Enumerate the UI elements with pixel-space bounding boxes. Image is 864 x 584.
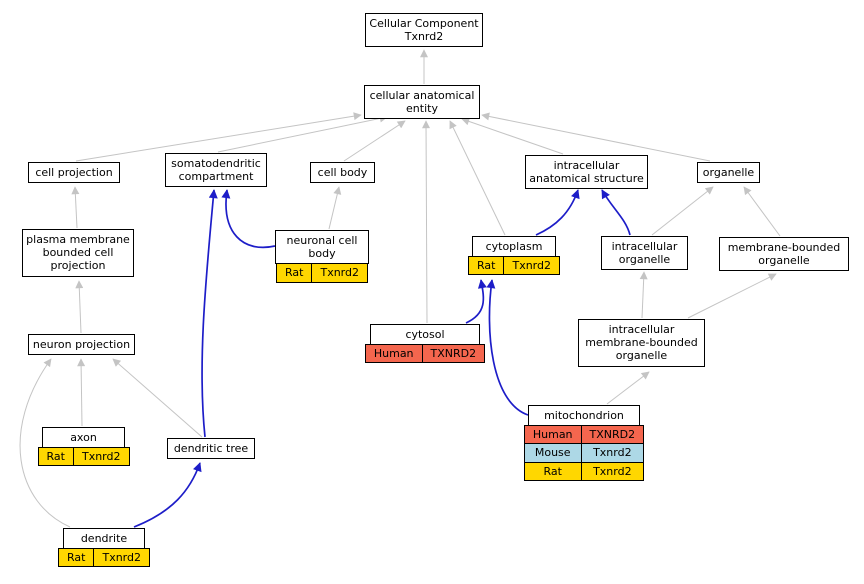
edge-is_a-cell-body--cellular-anatomical-entity — [343, 120, 406, 162]
node-cell-projection: cell projection — [28, 162, 120, 184]
edge-is_a-organelle--cellular-anatomical-entity — [481, 112, 711, 162]
go-term-label[interactable]: membrane-bounded organelle — [719, 237, 849, 272]
gene-cell[interactable]: Txnrd2 — [72, 447, 130, 467]
node-cellular-anatomical-entity: cellular anatomical entity — [364, 85, 480, 120]
go-term-label[interactable]: mitochondrion — [528, 405, 640, 427]
go-term-label[interactable]: dendrite — [63, 528, 145, 550]
gene-cell[interactable]: Txnrd2 — [503, 256, 560, 276]
edge-is_a-intracellular-anatomical-structure--cellular-anatomical-entity — [461, 117, 564, 155]
go-term-label[interactable]: organelle — [697, 162, 760, 184]
species-cell[interactable]: Rat — [37, 447, 74, 467]
gene-cell[interactable]: TXNRD2 — [421, 344, 486, 364]
edge-is_a-somatodendritic-compartment--cellular-anatomical-entity — [217, 114, 388, 153]
go-term-label[interactable]: axon — [42, 427, 125, 449]
edge-part_of-dendrite--dendritic-tree — [133, 462, 202, 528]
node-organelle: organelle — [697, 162, 760, 184]
edge-is_a-membrane-bounded-organelle--organelle — [743, 186, 781, 237]
node-cell-body: cell body — [310, 162, 375, 184]
go-term-label[interactable]: dendritic tree — [167, 438, 255, 460]
species-cell[interactable]: Rat — [468, 256, 505, 276]
go-term-label[interactable]: cellular anatomical entity — [364, 85, 480, 120]
go-term-label[interactable]: neuronal cell body — [275, 230, 369, 265]
node-cellular-component-txnrd2: Cellular Component Txnrd2 — [365, 13, 483, 48]
species-cell[interactable]: Rat — [523, 461, 582, 481]
node-intracellular-anatomical-structure: intracellular anatomical structure — [525, 155, 648, 190]
node-neuron-projection: neuron projection — [28, 334, 135, 356]
node-intracellular-organelle: intracellular organelle — [601, 236, 688, 271]
edge-part_of-cytosol--cytoplasm — [465, 279, 487, 324]
species-cell[interactable]: Rat — [275, 263, 313, 283]
edge-part_of-neuronal-cell-body--somatodendritic-compartment — [221, 189, 276, 249]
species-cell[interactable]: Human — [364, 344, 423, 364]
edge-is_a-cell-projection--cellular-anatomical-entity — [75, 112, 362, 162]
species-cell[interactable]: Mouse — [523, 443, 582, 463]
node-dendritic-tree: dendritic tree — [167, 438, 255, 460]
node-membrane-bounded-organelle: membrane-bounded organelle — [719, 237, 849, 272]
go-term-label[interactable]: cell body — [310, 162, 375, 184]
edge-is_a-dendrite--neuron-projection — [19, 358, 71, 528]
edge-is_a-neuronal-cell-body--cell-body — [328, 186, 342, 230]
edge-part_of-cytoplasm--intracellular-anatomical-structure — [535, 189, 580, 236]
edge-is_a-intracellular-organelle--organelle — [651, 186, 714, 236]
edge-is_a-mitochondrion--intracellular-membrane-bounded-organelle — [606, 371, 650, 405]
edge-is_a-intracellular-membrane-bounded-organelle--intracellular-organelle — [639, 271, 648, 319]
go-term-label[interactable]: somatodendritic compartment — [165, 153, 267, 188]
edge-part_of-mitochondrion--cytoplasm — [486, 279, 529, 416]
edge-is_a-intracellular-membrane-bounded-organelle--membrane-bounded-organelle — [687, 273, 777, 319]
go-term-label[interactable]: plasma membrane bounded cell projection — [22, 229, 134, 277]
edge-part_of-dendritic-tree--somatodendritic-compartment — [201, 189, 218, 438]
edge-is_a-cytosol--cellular-anatomical-entity — [422, 120, 431, 324]
go-term-label[interactable]: cytoplasm — [472, 236, 556, 258]
edge-is_a-neuron-projection--plasma-membrane-bounded-cell-projection — [75, 280, 84, 334]
node-plasma-membrane-bounded-cell-projection: plasma membrane bounded cell projection — [22, 229, 134, 277]
gene-cell[interactable]: Txnrd2 — [580, 443, 645, 463]
species-cell[interactable]: Rat — [58, 548, 95, 568]
go-term-label[interactable]: cytosol — [370, 324, 480, 346]
node-intracellular-membrane-bounded-organelle: intracellular membrane-bounded organelle — [578, 319, 705, 367]
gene-cell[interactable]: TXNRD2 — [580, 425, 645, 445]
node-somatodendritic-compartment: somatodendritic compartment — [165, 153, 267, 188]
edge-is_a-plasma-membrane-bounded-cell-projection--cell-projection — [71, 186, 80, 229]
gene-cell[interactable]: Txnrd2 — [93, 548, 150, 568]
edge-is_a-cytoplasm--cellular-anatomical-entity — [449, 120, 506, 236]
gene-cell[interactable]: Txnrd2 — [311, 263, 368, 283]
go-term-label[interactable]: intracellular membrane-bounded organelle — [578, 319, 705, 367]
edge-part_of-intracellular-organelle--intracellular-anatomical-structure — [601, 189, 631, 236]
go-term-label[interactable]: neuron projection — [28, 334, 135, 356]
edge-is_a-dendritic-tree--neuron-projection — [112, 358, 203, 438]
species-cell[interactable]: Human — [523, 425, 582, 445]
go-term-label[interactable]: Cellular Component Txnrd2 — [365, 13, 483, 48]
go-term-label[interactable]: intracellular anatomical structure — [525, 155, 648, 190]
go-term-label[interactable]: cell projection — [28, 162, 120, 184]
go-term-label[interactable]: intracellular organelle — [601, 236, 688, 271]
gene-cell[interactable]: Txnrd2 — [580, 461, 645, 481]
edge-is_a-axon--neuron-projection — [77, 358, 86, 427]
